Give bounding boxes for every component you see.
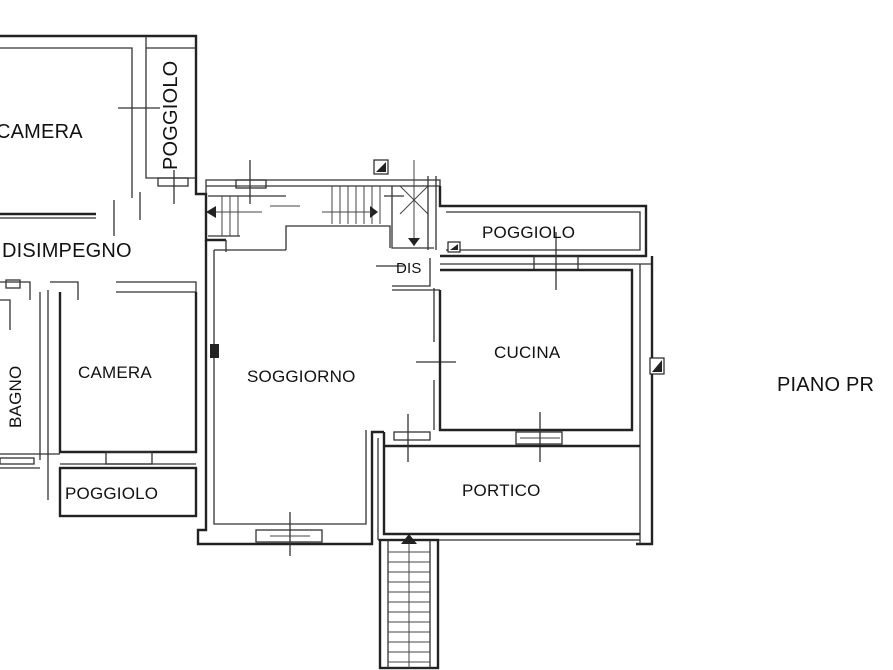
room-label-poggiolo-right: POGGIOLO xyxy=(482,223,576,242)
room-label-poggiolo-bottom: POGGIOLO xyxy=(65,484,159,503)
room-label-portico: PORTICO xyxy=(462,481,541,500)
stairs-internal xyxy=(206,159,437,250)
room-label-disimpegno: DISIMPEGNO xyxy=(2,240,132,262)
walls-left-wing xyxy=(0,34,198,518)
room-label-camera-bottom: CAMERA xyxy=(78,363,152,382)
room-label-camera-top: CAMERA xyxy=(0,121,83,143)
room-label-soggiorno: SOGGIORNO xyxy=(247,367,356,386)
stairs-external xyxy=(378,534,440,670)
walls-dis xyxy=(376,258,440,291)
walls-portico xyxy=(377,414,640,541)
plan-title: PIANO PR xyxy=(777,374,875,396)
room-label-bagno: BAGNO xyxy=(6,365,25,428)
room-label-cucina: CUCINA xyxy=(494,343,561,362)
walls-soggiorno xyxy=(194,178,456,556)
room-label-dis: DIS xyxy=(396,260,422,277)
room-label-poggiolo-top: POGGIOLO xyxy=(160,60,182,170)
walls-right-block xyxy=(438,186,665,546)
